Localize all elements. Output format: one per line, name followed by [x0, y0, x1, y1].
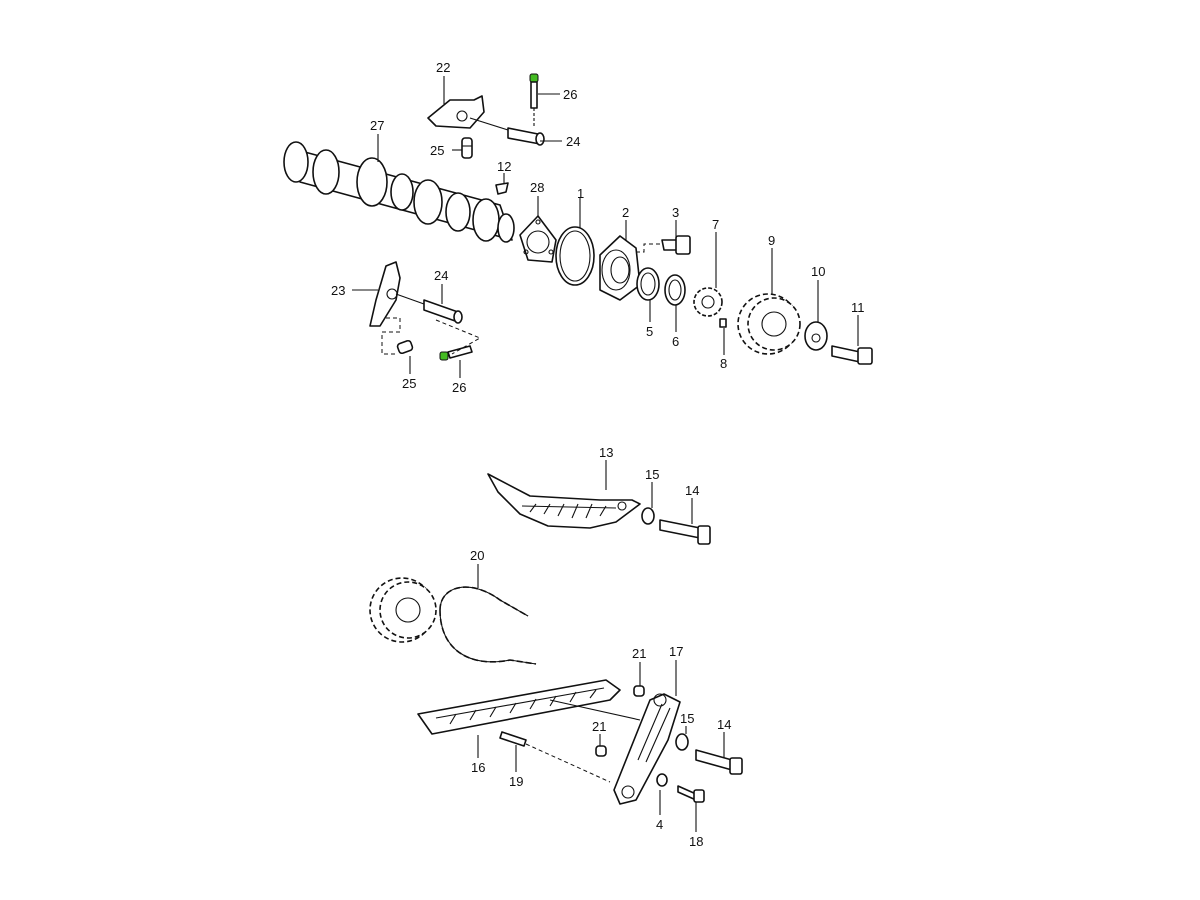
callout-15-lower: 15	[680, 711, 694, 726]
seal-ring	[636, 267, 660, 301]
callout-19: 19	[509, 774, 523, 789]
bolt-26-lower	[439, 345, 473, 361]
callout-26-lower: 26	[452, 380, 466, 395]
callout-25-upper: 25	[430, 143, 444, 158]
rocker-arm-upper	[427, 95, 485, 129]
guide-rail	[417, 679, 621, 735]
rocker-shaft-upper	[469, 117, 545, 146]
bolt-26-upper	[529, 73, 539, 128]
crank-sprocket	[369, 577, 437, 643]
callout-4: 4	[656, 817, 663, 832]
callout-8: 8	[720, 356, 727, 371]
small-sprocket	[693, 287, 723, 317]
callout-3: 3	[672, 205, 679, 220]
callout-11: 11	[851, 300, 865, 315]
spacer-21-upper	[633, 685, 645, 697]
callout-28: 28	[530, 180, 544, 195]
callout-24-upper: 24	[566, 134, 580, 149]
callout-20: 20	[470, 548, 484, 563]
bolt-14-upper	[659, 519, 711, 545]
callout-15-upper: 15	[645, 467, 659, 482]
tensioner-rail-upper	[487, 473, 641, 529]
callout-10: 10	[811, 264, 825, 279]
callout-17: 17	[669, 644, 683, 659]
callout-16: 16	[471, 760, 485, 775]
callout-14-lower: 14	[717, 717, 731, 732]
callout-18: 18	[689, 834, 703, 849]
washer-6	[664, 274, 686, 306]
callout-9: 9	[768, 233, 775, 248]
callout-13: 13	[599, 445, 613, 460]
camshaft	[283, 141, 515, 243]
callout-14-upper: 14	[685, 483, 699, 498]
rocker-shaft-lower	[395, 293, 463, 324]
camshaft-housing	[599, 235, 641, 301]
washer-4	[656, 773, 668, 787]
callout-22: 22	[436, 60, 450, 75]
double-sprocket	[737, 293, 801, 355]
bolt-3	[661, 235, 691, 255]
washer-15-upper	[641, 507, 655, 525]
callout-24-lower: 24	[434, 268, 448, 283]
callout-27: 27	[370, 118, 384, 133]
bolt-14-lower	[695, 749, 743, 775]
tensioner-arm	[613, 693, 681, 805]
spacer-21-lower	[595, 745, 607, 757]
callout-21-upper: 21	[632, 646, 646, 661]
timing-chain	[439, 586, 537, 665]
bolt-11	[831, 345, 873, 365]
callout-26-upper: 26	[563, 87, 577, 102]
callout-21-lower: 21	[592, 719, 606, 734]
callout-5: 5	[646, 324, 653, 339]
callout-7: 7	[712, 217, 719, 232]
callout-23: 23	[331, 283, 345, 298]
leader-lines	[352, 76, 859, 832]
adjuster-pin-lower	[396, 339, 414, 355]
gasket	[519, 215, 557, 263]
callout-12: 12	[497, 159, 511, 174]
o-ring	[555, 226, 595, 286]
wedge-key	[495, 182, 509, 195]
pin	[719, 318, 727, 328]
adjuster-pin-upper	[461, 137, 473, 159]
callout-1: 1	[577, 186, 584, 201]
bolt-18	[677, 785, 705, 803]
pin-19	[499, 731, 527, 747]
callout-2: 2	[622, 205, 629, 220]
callout-25-lower: 25	[402, 376, 416, 391]
washer-15-lower	[675, 733, 689, 751]
callout-labels: 1 2 3 4 5 6 7 8 9 10 11 12 13 14 14 15 1…	[331, 60, 865, 849]
callout-6: 6	[672, 334, 679, 349]
rocker-arm-lower	[369, 261, 401, 327]
washer-10	[804, 321, 828, 351]
